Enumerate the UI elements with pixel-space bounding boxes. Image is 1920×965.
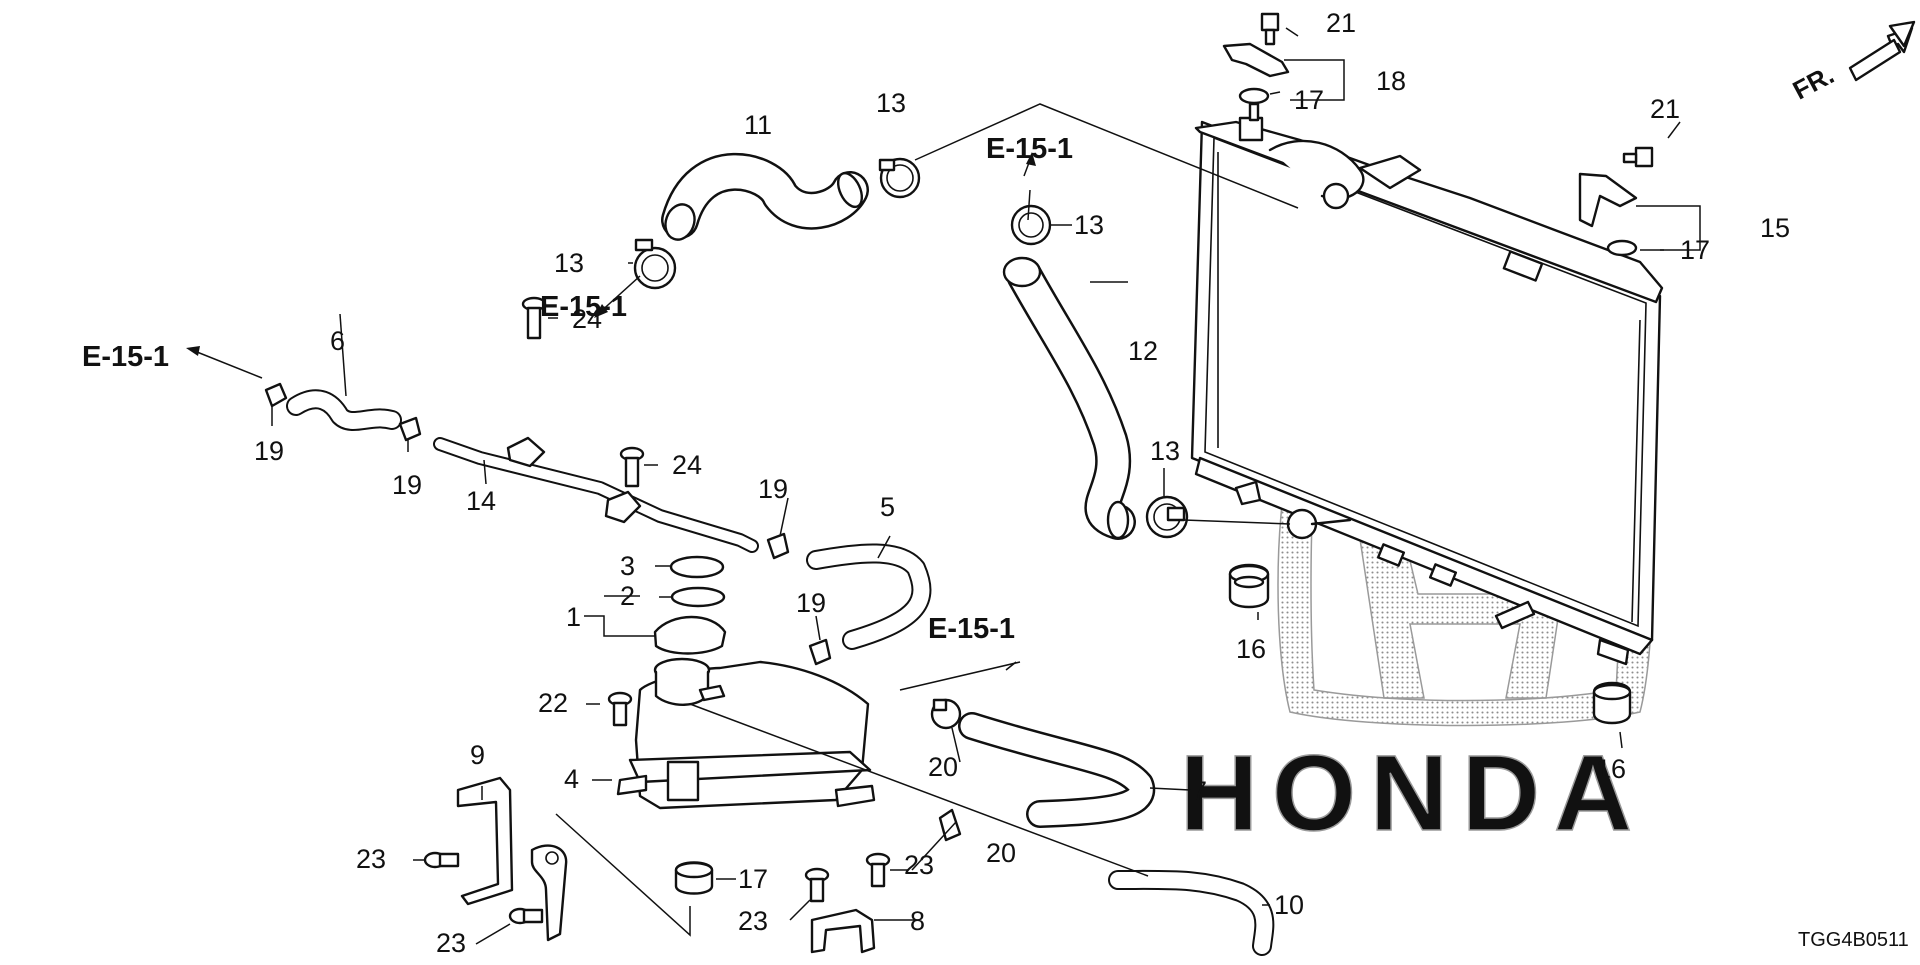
reference-label-a: E-15-1 [82,341,169,373]
label-part-21-a: 21 [1326,8,1356,38]
label-part-16-a: 16 [1236,634,1266,664]
part-24-bolt-a [521,296,547,340]
part-23-bolt-c [804,867,830,903]
part-7-hose [958,712,1155,828]
part-20-clamp-b [938,808,962,842]
label-part-24-b: 24 [672,450,702,480]
part-16-radiator-mount-upper [1228,563,1270,609]
label-part-24-a: 24 [572,304,602,334]
label-part-13-d: 13 [1150,436,1180,466]
label-part-11: 11 [744,110,772,140]
label-part-7: 7 [1192,776,1207,806]
part-17-grommet [674,861,714,895]
reserve-tank [616,657,876,810]
label-part-19-d: 19 [796,588,826,618]
part-20-clamp-a [930,698,962,730]
label-part-20-a: 20 [928,752,958,782]
label-part-19-a: 19 [254,436,284,466]
part-14-pipe [433,436,759,553]
part-13-clamp-a [878,157,921,199]
part-6-hose [286,389,402,431]
part-labels: 1 2 3 4 5 6 7 8 9 10 11 12 13 13 13 13 1… [254,8,1790,958]
reference-labels: E-15-1 E-15-1 E-15-1 E-15-1 [82,133,1073,645]
reference-label-d: E-15-1 [928,613,1015,645]
part-11-upper-hose [661,152,869,241]
part-19-clamp-d [808,638,832,666]
part-2-o-ring [670,586,726,608]
part-18-bracket [1222,12,1290,105]
part-13-clamp-b [633,238,677,290]
part-19-clamp-a [264,382,288,408]
part-23-bolt-d [865,852,891,888]
label-part-17-a: 17 [1294,85,1324,115]
label-part-22: 22 [538,688,568,718]
label-part-19-b: 19 [392,470,422,500]
label-part-17-b: 17 [1680,235,1710,265]
reference-label-b: E-15-1 [540,291,627,323]
diagram-code: TGG4B0511 [1798,929,1909,951]
part-16-radiator-mount-lower [1592,681,1632,725]
reference-label-c: E-15-1 [986,133,1073,165]
part-13-clamp-c [1010,204,1052,246]
label-part-2: 2 [620,581,635,611]
front-direction-indicator: FR. [1788,20,1916,106]
label-part-9: 9 [470,740,485,770]
part-13-clamp-d [1145,495,1189,539]
label-part-18: 18 [1376,66,1406,96]
front-direction-label: FR. [1788,59,1839,105]
honda-wordmark: HONDA [1180,732,1646,853]
label-part-5: 5 [880,492,895,522]
label-part-20-b: 20 [986,838,1016,868]
label-part-3: 3 [620,551,635,581]
label-part-10: 10 [1274,890,1304,920]
part-24-bolt-b [619,446,645,488]
part-23-bolt-b [508,907,544,925]
label-part-19-c: 19 [758,474,788,504]
label-part-14: 14 [466,486,496,516]
label-part-23-a: 23 [356,844,386,874]
part-15-bracket [1578,146,1654,257]
label-part-23-d: 23 [904,850,934,880]
part-10-hose [1108,869,1275,956]
part-9-bracket [456,776,568,942]
label-part-6: 6 [330,326,345,356]
label-part-23-b: 23 [436,928,466,958]
part-12-lower-hose [1002,256,1136,540]
label-part-13-c: 13 [554,248,584,278]
label-part-21-b: 21 [1650,94,1680,124]
part-19-clamp-b [398,416,422,442]
part-19-clamp-c [766,532,790,560]
part-3-o-ring [669,555,725,579]
part-1-cap [653,615,727,655]
leader-lines [271,27,1701,945]
label-part-1: 1 [566,602,581,632]
part-22-bolt [607,691,633,727]
label-part-12: 12 [1128,336,1158,366]
label-part-17-c: 17 [738,864,768,894]
reference-arrows [186,152,1036,379]
label-part-8: 8 [910,906,925,936]
radiator [1190,102,1664,666]
label-part-16-b: 16 [1596,754,1626,784]
label-part-13-a: 13 [876,88,906,118]
label-part-23-c: 23 [738,906,768,936]
part-23-bolt-a [423,851,460,869]
part-5-hose [806,543,932,650]
part-8-bracket [810,908,876,954]
label-part-13-b: 13 [1074,210,1104,240]
label-part-4: 4 [564,764,579,794]
label-part-15: 15 [1760,213,1790,243]
